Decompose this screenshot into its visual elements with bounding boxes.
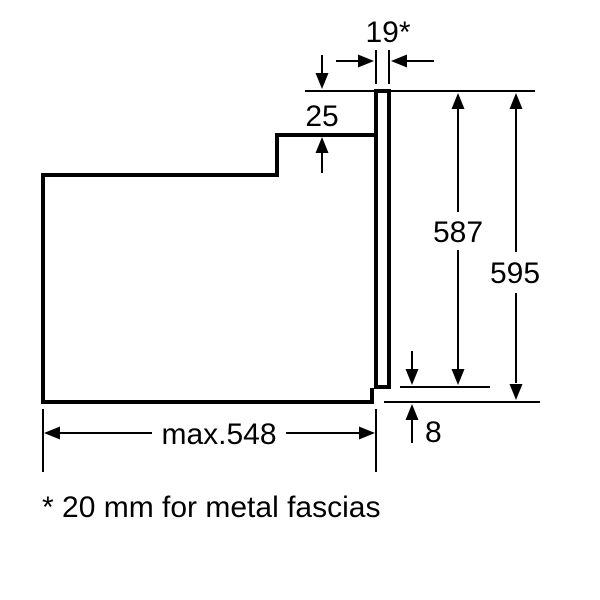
dim-548-arrow-left: [44, 426, 60, 440]
dim-8-label: 8: [425, 416, 442, 449]
dim-587-arrow-down: [451, 369, 465, 385]
dim-25: 25: [305, 55, 339, 173]
fascia-panel: [374, 89, 391, 389]
oven-body-outline: [41, 133, 376, 404]
footnote: * 20 mm for metal fascias: [42, 491, 380, 524]
dim-587: 587: [400, 93, 490, 388]
dim-19: 19*: [336, 16, 434, 84]
dim-8-arrow-down: [405, 351, 419, 385]
dim-25-arrow-up: [315, 137, 329, 173]
dim-595-arrow-down: [509, 384, 523, 400]
dim-595-label: 595: [490, 257, 540, 290]
oven-body: [41, 89, 391, 404]
dim-8-arrow-up: [405, 404, 419, 443]
dim-19-arrow-left: [391, 54, 434, 68]
dim-595-arrow-up: [509, 93, 523, 109]
dim-587-label: 587: [433, 216, 483, 249]
dim-548: max.548: [42, 409, 377, 472]
dim-19-arrow-right: [336, 54, 374, 68]
dim-548-label: max.548: [161, 418, 276, 451]
dim-25-arrow-down: [315, 55, 329, 89]
dim-25-label: 25: [305, 100, 338, 133]
dim-19-label: 19*: [365, 16, 410, 49]
dim-595: 595: [384, 93, 540, 403]
dim-587-arrow-up: [451, 93, 465, 109]
dim-548-arrow-right: [359, 426, 375, 440]
dim-8: 8: [405, 351, 442, 449]
